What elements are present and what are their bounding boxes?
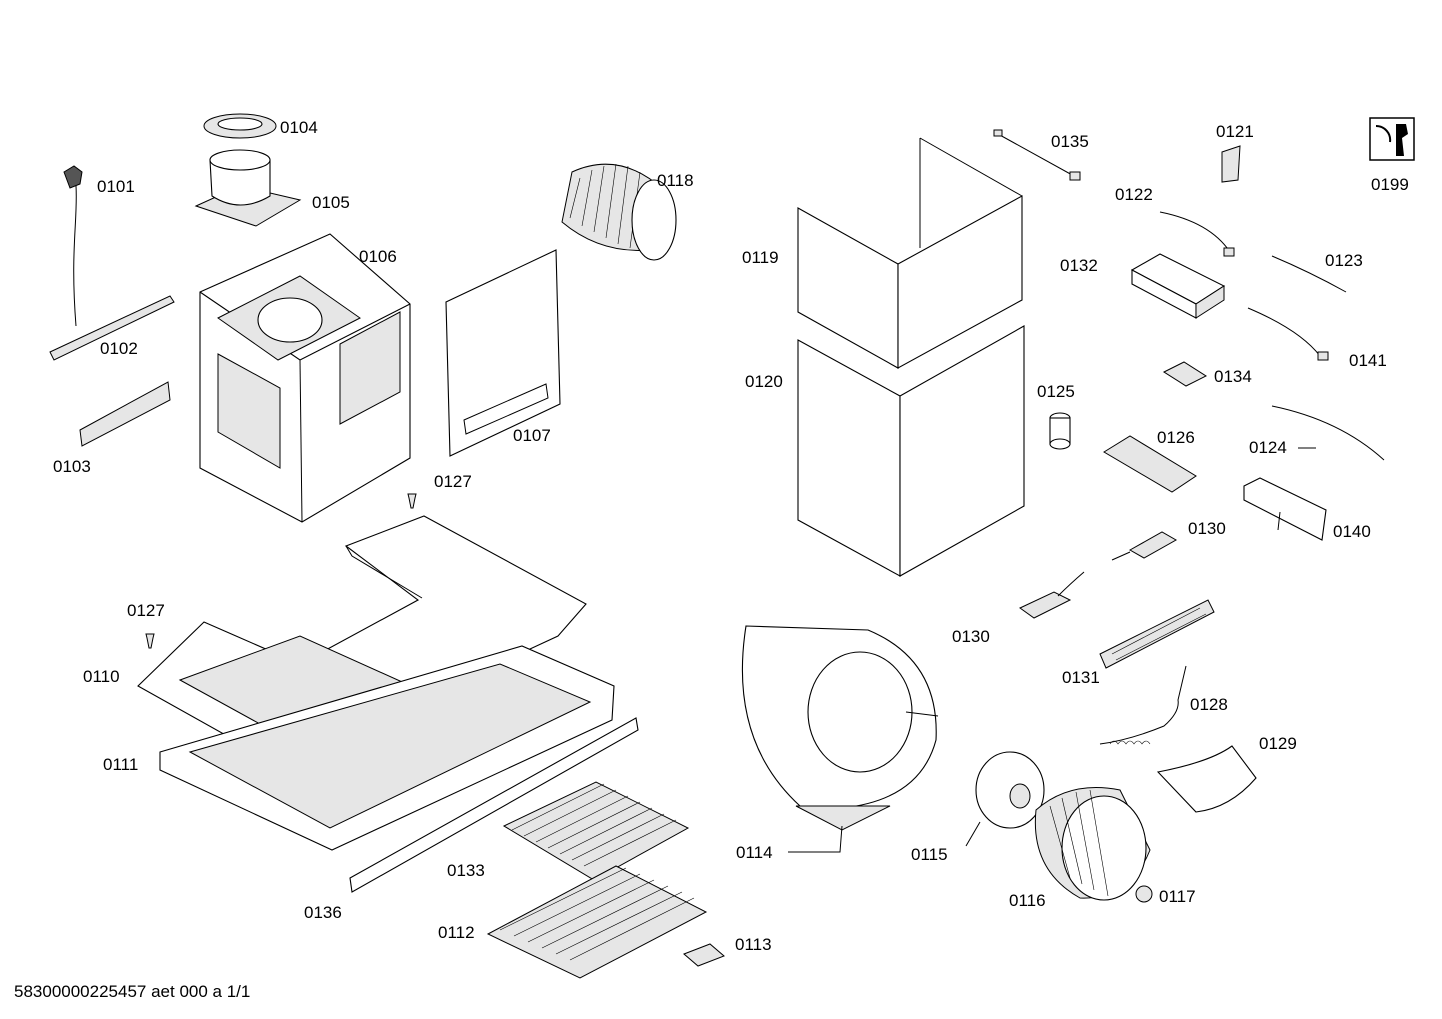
label-0120: 0120 [745,372,783,391]
label-0134: 0134 [1214,367,1252,386]
part-0110-canopy [137,515,587,781]
label-0111: 0111 [103,755,139,774]
label-0107: 0107 [513,426,551,445]
part-0127-screw-b [145,633,155,649]
part-0111-lower-frame [159,645,615,851]
label-0128: 0128 [1190,695,1228,714]
label-0113: 0113 [735,935,772,954]
label-0116: 0116 [1009,891,1046,910]
part-0122-wiring [1159,211,1235,257]
label-0112: 0112 [438,923,475,942]
part-0134-board [1162,361,1208,387]
label-0124: 0124 [1249,438,1287,457]
part-0130-lamp-a [1111,531,1178,561]
part-0117-nut [1135,885,1153,903]
label-0133: 0133 [447,861,485,880]
label-0119: 0119 [742,248,779,267]
part-0101-power-cord [63,165,83,327]
label-0105: 0105 [312,193,350,212]
label-0140: 0140 [1333,522,1371,541]
part-0133-grease-filter [502,781,690,881]
label-0130-b: 0130 [952,627,990,646]
leader-lines [788,511,1281,853]
part-0118-flex-duct [561,163,677,261]
part-0127-screw-a [407,493,417,509]
label-0101: 0101 [97,177,135,196]
part-0121-clip [1221,145,1241,183]
label-0123: 0123 [1325,251,1363,270]
part-0114-fan-housing [741,625,937,831]
label-0118: 0118 [657,171,694,190]
label-0115: 0115 [911,845,948,864]
wrench-icon [1369,117,1415,161]
part-0125-capacitor [1049,412,1071,450]
label-0103: 0103 [53,457,91,476]
part-0126-circuit-board [1103,435,1197,493]
label-0114: 0114 [736,843,773,862]
part-0113-cap [683,943,725,967]
part-0132-control-box [1130,253,1226,319]
part-0107-back-panel [445,249,561,457]
document-footer: 58300000225457 aet 000 a 1/1 [14,982,251,1001]
part-0128-heater-coil [1099,665,1187,745]
part-0105-duct-connector [194,149,302,227]
label-0129: 0129 [1259,734,1297,753]
label-0117: 0117 [1159,887,1196,906]
label-0132: 0132 [1060,256,1098,275]
part-0103-mounting-plate [79,381,171,447]
part-0120-lower-chimney [797,325,1025,577]
label-0127-b: 0127 [127,601,165,620]
label-0127-a: 0127 [434,472,472,491]
part-0116-fan-wheel [1034,787,1151,901]
label-0102: 0102 [100,339,138,358]
part-0123-cable [1271,255,1347,293]
label-0135: 0135 [1051,132,1089,151]
part-0131-light-bar [1099,599,1215,669]
part-0124-cable [1271,405,1385,461]
label-0106: 0106 [359,247,397,266]
label-0199: 0199 [1371,175,1409,194]
label-0141: 0141 [1349,351,1387,370]
label-0122: 0122 [1115,185,1153,204]
part-0141-cable [1247,307,1329,361]
part-0136-trim-strip [349,717,639,893]
label-0126: 0126 [1157,428,1195,447]
part-0119-upper-chimney [797,137,1023,369]
label-0125: 0125 [1037,382,1075,401]
part-0129-cover [1156,745,1257,813]
part-0112-grease-filter [486,865,708,979]
label-0136: 0136 [304,903,342,922]
part-0135-cable [993,129,1081,181]
part-0115-motor [965,751,1045,847]
part-0104-ring [203,113,277,139]
label-0131: 0131 [1062,668,1100,687]
label-0110: 0110 [83,667,120,686]
part-0106-housing-frame [199,233,411,523]
label-0121: 0121 [1216,122,1254,141]
label-0104: 0104 [280,118,318,137]
label-0130-a: 0130 [1188,519,1226,538]
part-0140-bracket [1243,477,1327,541]
part-0102-bracket [49,295,175,361]
part-0130-lamp-b [1019,571,1085,619]
